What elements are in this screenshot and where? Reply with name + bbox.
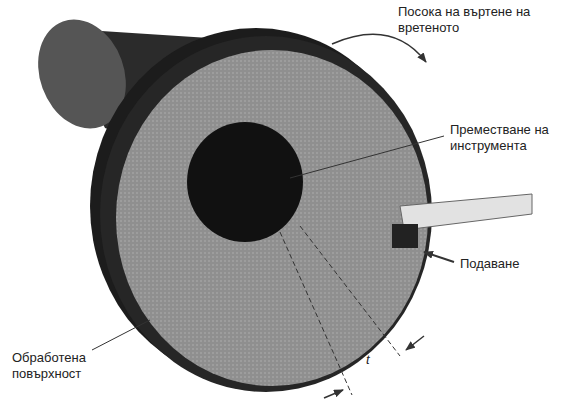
leader-line <box>92 320 150 350</box>
dimension-arrow <box>324 390 343 398</box>
dimension-line <box>300 226 400 356</box>
dimension-label: t <box>366 352 370 368</box>
machined-face <box>116 50 428 386</box>
rotation-label: Посока на въртене на вретеното <box>398 4 548 36</box>
cutting-tool <box>400 194 532 230</box>
bore-hole <box>187 122 303 242</box>
leader-line <box>290 136 444 178</box>
disk-rim <box>100 36 432 392</box>
dimension-line <box>280 232 352 395</box>
dimension-arrow <box>406 336 424 350</box>
tool-insert <box>392 224 418 248</box>
feed-arrow <box>424 252 454 262</box>
feed-label: Подаване <box>460 256 520 272</box>
rotation-arrow <box>332 34 426 62</box>
surface-label: Обработена повърхност <box>12 350 112 382</box>
tool-movement-label: Преместване на инструмента <box>450 122 570 154</box>
